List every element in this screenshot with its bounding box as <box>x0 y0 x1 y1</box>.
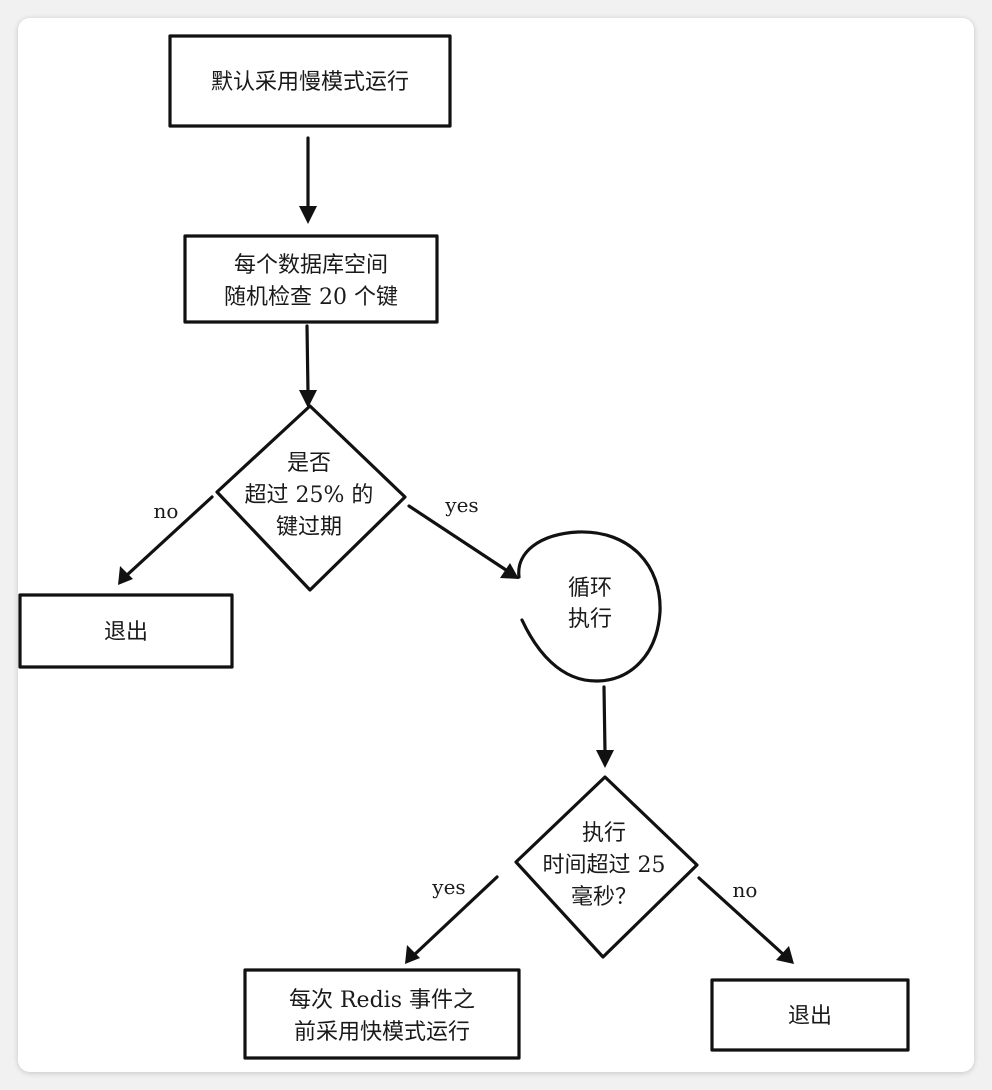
diagram-card <box>18 18 974 1072</box>
node-decision2-line3: 毫秒？ <box>571 885 637 910</box>
node-start-label: 默认采用慢模式运行 <box>211 70 409 95</box>
node-start: 默认采用慢模式运行 <box>168 34 452 128</box>
node-check-box <box>183 234 439 324</box>
node-loop: 循环 执行 <box>517 530 662 683</box>
node-loop-outline <box>517 530 662 683</box>
node-decision1-line3: 键过期 <box>276 515 342 540</box>
node-fast: 每次 Redis 事件之 前采用快模式运行 <box>243 968 521 1060</box>
node-loop-line1: 循环 <box>568 576 612 601</box>
edge-check-to-decision1 <box>299 324 317 408</box>
node-exit-left-box <box>18 593 234 669</box>
arrowhead-icon <box>596 750 614 768</box>
node-decision1-diamond <box>215 404 407 592</box>
node-fast-box <box>243 968 521 1060</box>
node-decision2: 执行 时间超过 25 毫秒？ <box>514 775 699 959</box>
arrowhead-icon <box>500 563 519 579</box>
edge-decision2-no: no <box>697 876 794 964</box>
node-exit-right: 退出 <box>710 978 910 1052</box>
node-exit-left-label: 退出 <box>104 620 148 645</box>
node-exit-right-label: 退出 <box>788 1004 832 1029</box>
node-check-line2: 随机检查 20 个键 <box>224 285 398 310</box>
node-decision2-diamond <box>514 775 699 959</box>
edge-decision2-yes-label: yes <box>431 875 465 899</box>
node-exit-left: 退出 <box>18 593 234 669</box>
edge-decision1-yes-label: yes <box>444 493 478 517</box>
node-loop-line2: 执行 <box>568 607 612 632</box>
node-exit-right-box <box>710 978 910 1052</box>
node-decision1-line2: 超过 25% 的 <box>245 483 374 508</box>
node-start-box <box>168 34 452 128</box>
node-fast-line2: 前采用快模式运行 <box>294 1020 470 1045</box>
edge-start-to-check <box>299 136 317 224</box>
arrowhead-icon <box>299 390 317 408</box>
node-decision2-line2: 时间超过 25 <box>543 853 666 878</box>
edge-loop-to-decision2 <box>596 685 614 768</box>
node-check: 每个数据库空间 随机检查 20 个键 <box>183 234 439 324</box>
edge-decision1-yes: yes <box>407 493 519 579</box>
arrowhead-icon <box>405 945 420 964</box>
arrowhead-icon <box>776 946 794 964</box>
edge-decision1-no-label: no <box>154 499 179 523</box>
edge-decision1-no: no <box>118 495 214 585</box>
node-decision1: 是否 超过 25% 的 键过期 <box>215 404 407 592</box>
edge-decision2-yes: yes <box>405 875 499 964</box>
node-fast-line1: 每次 Redis 事件之 <box>289 988 475 1013</box>
arrowhead-icon <box>118 566 133 585</box>
node-decision2-line1: 执行 <box>582 821 626 846</box>
edge-decision2-no-label: no <box>733 878 758 902</box>
node-check-line1: 每个数据库空间 <box>234 253 388 278</box>
node-decision1-line1: 是否 <box>287 451 331 476</box>
arrowhead-icon <box>299 206 317 224</box>
